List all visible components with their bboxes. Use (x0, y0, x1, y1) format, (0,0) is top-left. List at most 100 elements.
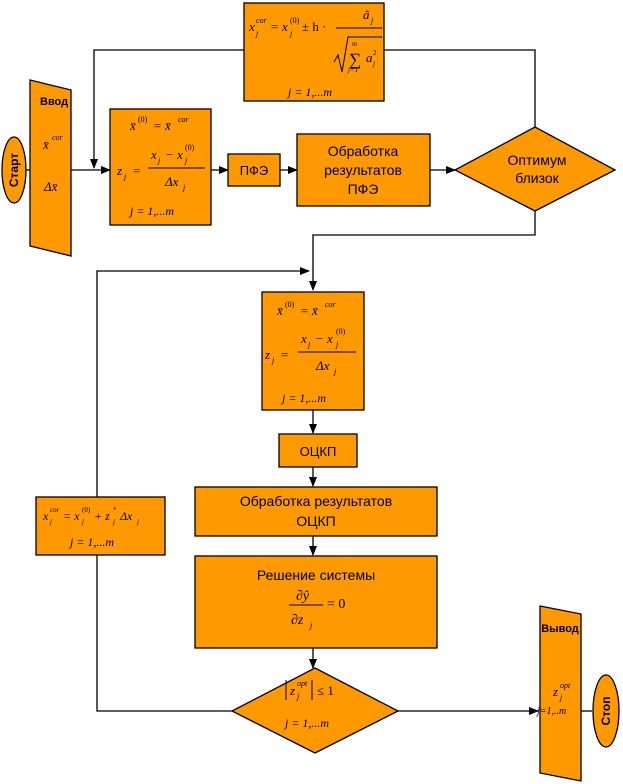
code-box-2: x̄ (0) = x̄ cor z j = x j − x (0) j Δx j… (261, 291, 365, 411)
svg-text:(0): (0) (138, 115, 148, 124)
svg-text:j: j (184, 156, 188, 165)
svg-text:j: j (333, 367, 337, 376)
svg-text:ОЦКП: ОЦКП (296, 513, 335, 529)
input-var2: Δx̄ (43, 179, 58, 194)
svg-text:*: * (113, 506, 117, 514)
step-num: ã (363, 7, 370, 22)
connectors (24, 49, 592, 715)
svg-text:(0): (0) (285, 300, 295, 309)
svg-text:j=1: j=1 (347, 66, 358, 74)
svg-text:z: z (289, 683, 295, 698)
svg-text:j: j (136, 518, 139, 526)
svg-text:j: j (372, 60, 375, 68)
ockp-label: ОЦКП (300, 444, 337, 459)
svg-text:a: a (366, 50, 373, 65)
svg-text:j: j (182, 183, 186, 192)
step-box: x j cor = x (0) j ± h · ã j ∑ m j=1 a j … (243, 2, 385, 102)
update-box: x j cor = x (0) j + z * j Δx j j = 1,...… (35, 496, 166, 556)
svg-text:j: j (271, 356, 275, 365)
input-block: Ввод x̄ cor Δx̄ (29, 79, 72, 257)
start-terminal: Старт (1, 136, 27, 204)
svg-text:2: 2 (373, 49, 377, 57)
ockp-box: ОЦКП (278, 433, 358, 468)
svg-text:j: j (112, 518, 115, 526)
svg-text:= x̄: = x̄ (153, 118, 171, 133)
code1-range: j = 1,...m (128, 204, 174, 218)
svg-text:= x̄: = x̄ (300, 303, 318, 318)
svg-text:Δx: Δx (315, 358, 330, 373)
output-range: j=1,..m (535, 706, 566, 717)
svg-text:j: j (81, 518, 84, 526)
svg-text:j: j (307, 340, 311, 349)
svg-text:j: j (296, 692, 300, 701)
svg-text:результатов: результатов (324, 162, 402, 178)
svg-text:Обработка: Обработка (328, 143, 399, 159)
output-title: Вывод (541, 623, 579, 635)
svg-text:j: j (289, 29, 293, 38)
check-decision: z j opt ≤ 1 j = 1,...m (230, 667, 400, 754)
code2-range: j = 1,...m (280, 391, 326, 405)
svg-text:− x: − x (165, 147, 183, 162)
svg-text:Оптимум: Оптимум (508, 152, 567, 168)
step-rhs: = x (270, 19, 288, 34)
svg-text:z: z (264, 347, 270, 362)
step-range: j = 1,...m (286, 85, 332, 99)
svg-text:opt: opt (297, 679, 308, 688)
svg-text:(0): (0) (82, 506, 91, 514)
input-var1: x̄ (42, 137, 49, 152)
svg-text:z: z (552, 684, 558, 699)
pfe-box: ПФЭ (227, 153, 281, 187)
input-var1-sup: cor (52, 133, 64, 142)
svg-text:j: j (157, 156, 161, 165)
svg-text:m: m (352, 40, 357, 48)
loop-optimize-step (384, 49, 536, 127)
solve-system-box: Решение системы ∂ŷ ∂z j = 0 (194, 555, 438, 649)
svg-text:cor: cor (325, 300, 337, 309)
pfe-label: ПФЭ (240, 163, 269, 178)
loop-step-back (90, 49, 244, 169)
svg-text:j: j (255, 29, 259, 38)
loop-check-left (96, 555, 232, 712)
pfe-processing-box: Обработка результатов ПФЭ (296, 133, 431, 207)
input-title: Ввод (40, 96, 68, 108)
svg-text:j: j (335, 340, 339, 349)
code-box-1: x̄ (0) = x̄ cor z j = x j − x (0) j Δx j… (109, 108, 212, 226)
svg-text:= 0: = 0 (327, 597, 345, 612)
svg-text:x̄: x̄ (276, 303, 283, 318)
svg-text:opt: opt (560, 681, 571, 690)
update-range: j = 1,...m (68, 535, 114, 549)
svg-text:+ z: + z (94, 509, 110, 523)
svg-text:j: j (309, 621, 313, 630)
loop-update-up (96, 267, 310, 497)
svg-text:cor: cor (50, 506, 60, 514)
svg-text:≤ 1: ≤ 1 (317, 683, 334, 698)
svg-text:= x: = x (63, 509, 80, 523)
ockp-processing-box: Обработка результатов ОЦКП (194, 486, 438, 537)
stop-terminal: Стоп (592, 674, 620, 748)
svg-text:Δx: Δx (119, 509, 133, 523)
svg-text:(0): (0) (336, 327, 346, 336)
svg-text:cor: cor (178, 115, 190, 124)
svg-text:x: x (42, 509, 49, 523)
svg-text:Обработка результатов: Обработка результатов (240, 493, 392, 509)
output-block: Вывод z j opt j=1,..m (535, 605, 582, 782)
svg-text:x: x (150, 147, 157, 162)
step-lhs: x (248, 19, 255, 34)
start-label: Старт (7, 153, 21, 187)
svg-text:x̄: x̄ (129, 118, 136, 133)
svg-text:j: j (123, 172, 127, 181)
solve-title: Решение системы (257, 567, 375, 583)
stop-label: Стоп (599, 697, 613, 726)
svg-text:x: x (300, 331, 307, 346)
svg-text:− x: − x (315, 331, 333, 346)
svg-text:∂ŷ: ∂ŷ (296, 589, 310, 604)
svg-text:z: z (116, 163, 122, 178)
svg-text:j: j (559, 693, 563, 702)
svg-text:j: j (370, 16, 374, 25)
step-op: ± h · (302, 19, 326, 34)
svg-text:(0): (0) (290, 16, 300, 25)
check-range: j = 1,...m (283, 716, 329, 730)
optimum-decision: Оптимум близок (453, 126, 617, 212)
svg-text:j: j (49, 518, 52, 526)
